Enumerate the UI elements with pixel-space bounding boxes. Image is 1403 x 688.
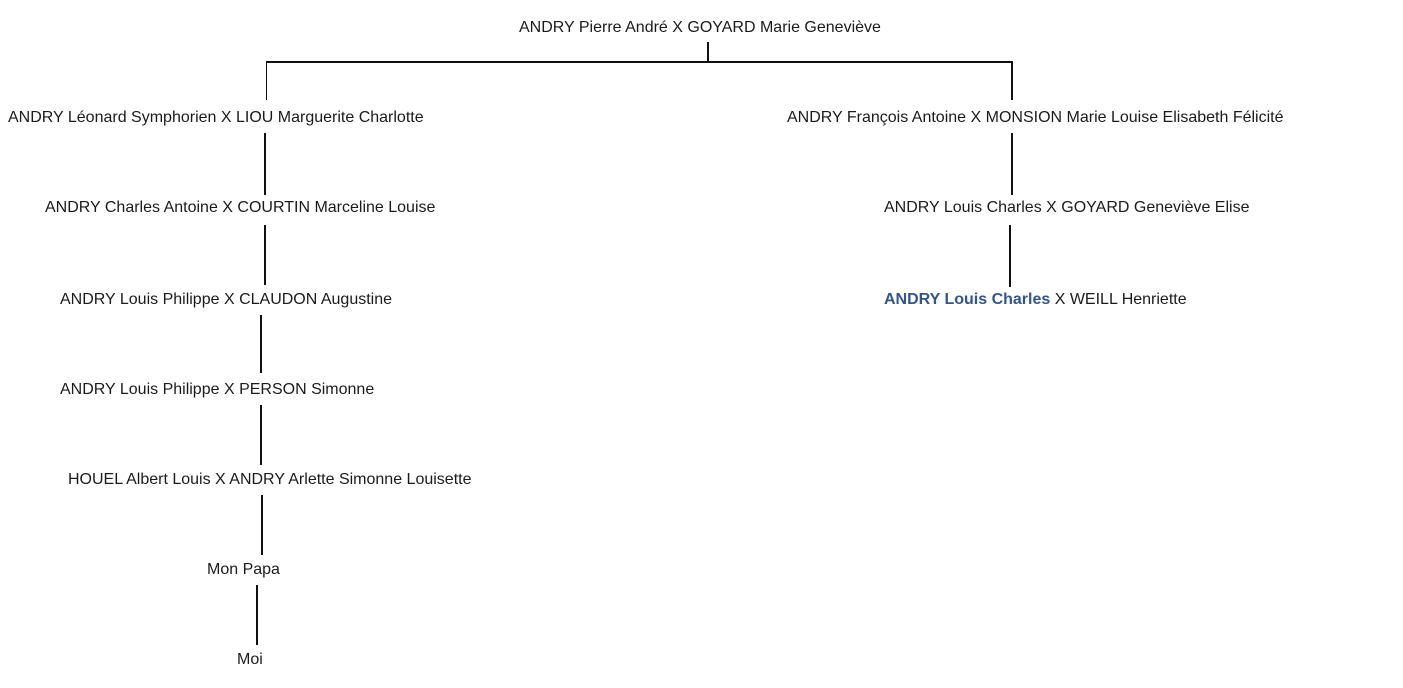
- tree-node-left-gen2: ANDRY Charles Antoine X COURTIN Marcelin…: [45, 199, 436, 216]
- highlighted-person-spouse: X WEILL Henriette: [1050, 291, 1187, 308]
- tree-node-root-couple: ANDRY Pierre André X GOYARD Marie Genevi…: [519, 19, 881, 36]
- tree-node-left-gen1: ANDRY Léonard Symphorien X LIOU Margueri…: [8, 109, 424, 126]
- tree-node-right-gen1: ANDRY François Antoine X MONSION Marie L…: [787, 109, 1284, 126]
- tree-node-right-gen3-highlighted: ANDRY Louis Charles X WEILL Henriette: [884, 290, 1187, 310]
- connector-right-1-2: [1011, 133, 1013, 195]
- tree-node-right-gen2: ANDRY Louis Charles X GOYARD Geneviève E…: [884, 199, 1250, 216]
- connector-left-3-4: [260, 315, 262, 373]
- connector-papa-moi: [256, 585, 258, 645]
- tree-node-left-gen3: ANDRY Louis Philippe X CLAUDON Augustine: [60, 291, 393, 308]
- connector-right-2-3: [1009, 225, 1011, 287]
- highlighted-person-name: ANDRY Louis Charles: [884, 291, 1051, 308]
- connector-left-branch-drop: [265, 61, 268, 100]
- connector-left-2-3: [264, 225, 266, 285]
- connector-root-drop: [707, 42, 709, 62]
- connector-left-4-5: [260, 405, 262, 465]
- connector-main-horizontal: [266, 61, 1012, 63]
- tree-node-left-gen4: ANDRY Louis Philippe X PERSON Simonne: [60, 381, 375, 398]
- connector-right-branch-drop: [1011, 61, 1013, 100]
- connector-left-1-2: [264, 133, 266, 195]
- tree-node-left-gen5: HOUEL Albert Louis X ANDRY Arlette Simon…: [68, 471, 472, 488]
- connector-left-5-papa: [261, 495, 263, 555]
- tree-node-moi: Moi: [237, 651, 263, 668]
- tree-node-papa: Mon Papa: [207, 561, 280, 578]
